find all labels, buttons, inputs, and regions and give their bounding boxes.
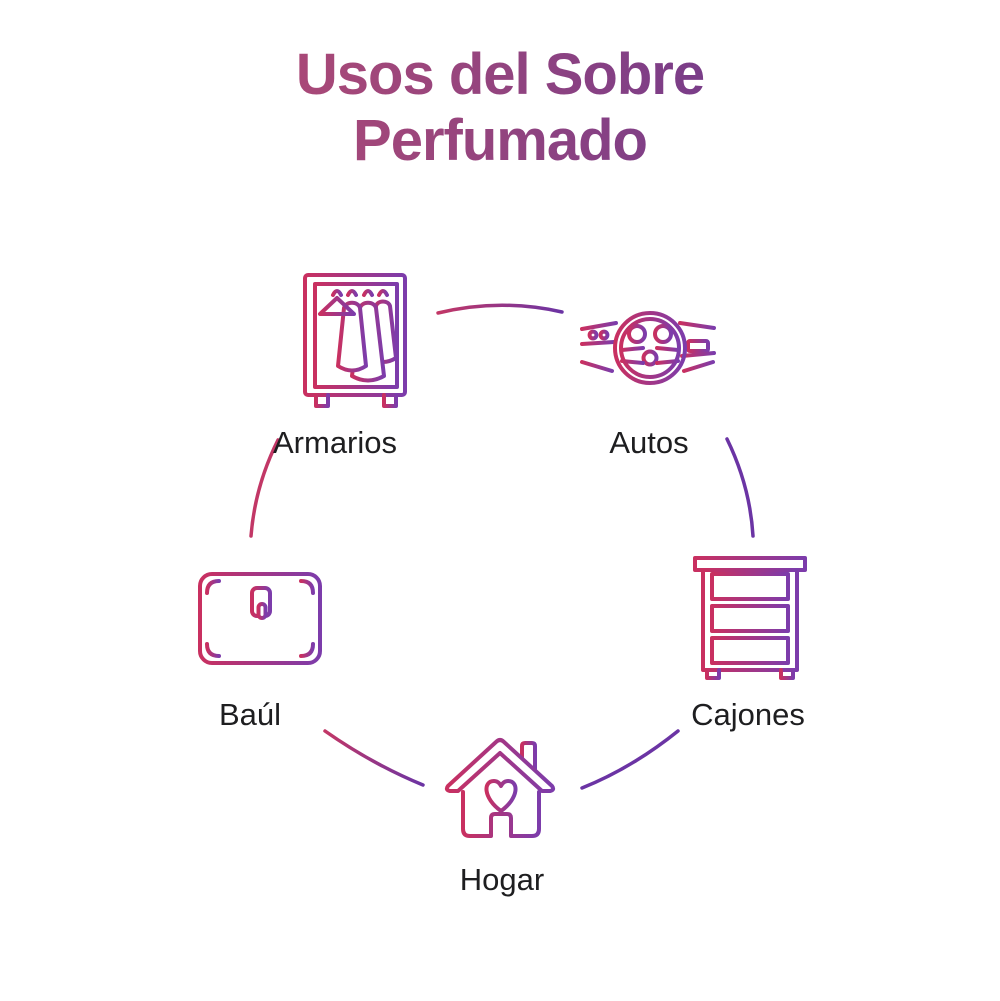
armarios-label: Armarios [272, 425, 398, 460]
arc-hogar-cajones [580, 729, 680, 790]
steering-wheel-icon [580, 302, 716, 390]
wardrobe-icon [300, 264, 412, 414]
baul-label: Baúl [218, 697, 282, 732]
hogar-label: Hogar [459, 862, 545, 897]
trunk-icon [197, 571, 323, 666]
drawers-icon [690, 556, 810, 680]
arc-autos-cajones [725, 437, 755, 538]
autos-label: Autos [609, 425, 689, 460]
arc-armarios-autos [436, 303, 564, 315]
cajones-label: Cajones [691, 697, 805, 732]
title-line-1: Usos del Sobre [295, 42, 705, 107]
house-icon [444, 733, 558, 845]
arc-baul-hogar [323, 729, 425, 787]
title-line-2: Perfumado [353, 108, 647, 174]
